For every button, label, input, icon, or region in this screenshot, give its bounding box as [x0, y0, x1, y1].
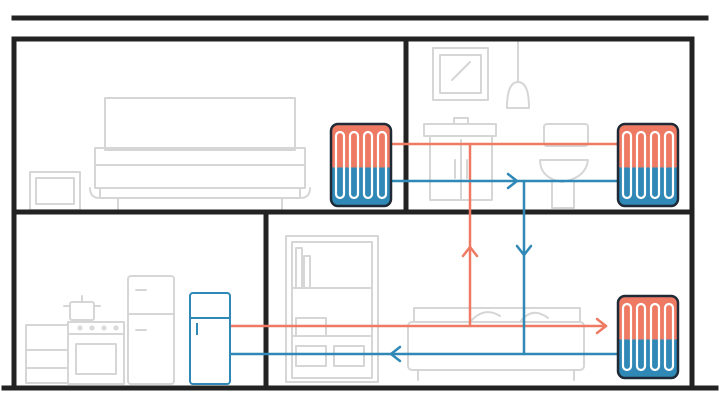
cold-arrow-down	[515, 244, 533, 257]
radiator-fin	[348, 130, 360, 200]
boiler-icon	[189, 292, 231, 385]
radiator-icon	[329, 122, 393, 208]
radiator-fin	[663, 302, 675, 372]
nightstand	[29, 171, 81, 211]
radiator-outline	[616, 294, 680, 380]
radiator-fin	[635, 302, 647, 372]
hot-arrow-up	[461, 245, 479, 258]
cold-arrow-right	[506, 172, 519, 190]
stove	[67, 321, 125, 385]
kitchen-furniture	[25, 275, 175, 385]
return-pipes	[228, 172, 622, 363]
radiator-outline	[329, 122, 393, 208]
sink-cabinet	[423, 117, 497, 201]
radiator-icon	[616, 122, 680, 208]
bookshelf	[285, 235, 379, 383]
radiator-outline	[616, 122, 680, 208]
radiator-bathroom	[616, 122, 680, 208]
radiator-living-room	[616, 294, 680, 380]
counter	[25, 324, 69, 384]
radiator-bedroom	[329, 122, 393, 208]
radiator-fin	[362, 130, 374, 200]
supply-pipes	[228, 142, 622, 335]
radiator-fin	[635, 130, 647, 200]
hot-arrow-right	[595, 317, 608, 335]
bedroom-furniture	[29, 97, 311, 211]
radiator-fin	[663, 130, 675, 200]
radiator-fin	[621, 302, 633, 372]
sofa	[407, 307, 585, 381]
radiator-fin	[649, 130, 661, 200]
pendant-lamp	[506, 39, 530, 109]
toilet	[539, 123, 589, 209]
bathroom-furniture	[423, 39, 589, 209]
living-room-furniture	[285, 235, 585, 383]
radiator-fin	[376, 130, 388, 200]
radiator-fin	[621, 130, 633, 200]
radiator-fin	[649, 302, 661, 372]
radiator-icon	[616, 294, 680, 380]
cold-arrow-left	[389, 345, 402, 363]
mirror	[432, 47, 489, 101]
bed	[89, 97, 311, 211]
cooking-pot	[63, 295, 101, 321]
radiator-fin	[334, 130, 346, 200]
fridge	[127, 275, 175, 385]
